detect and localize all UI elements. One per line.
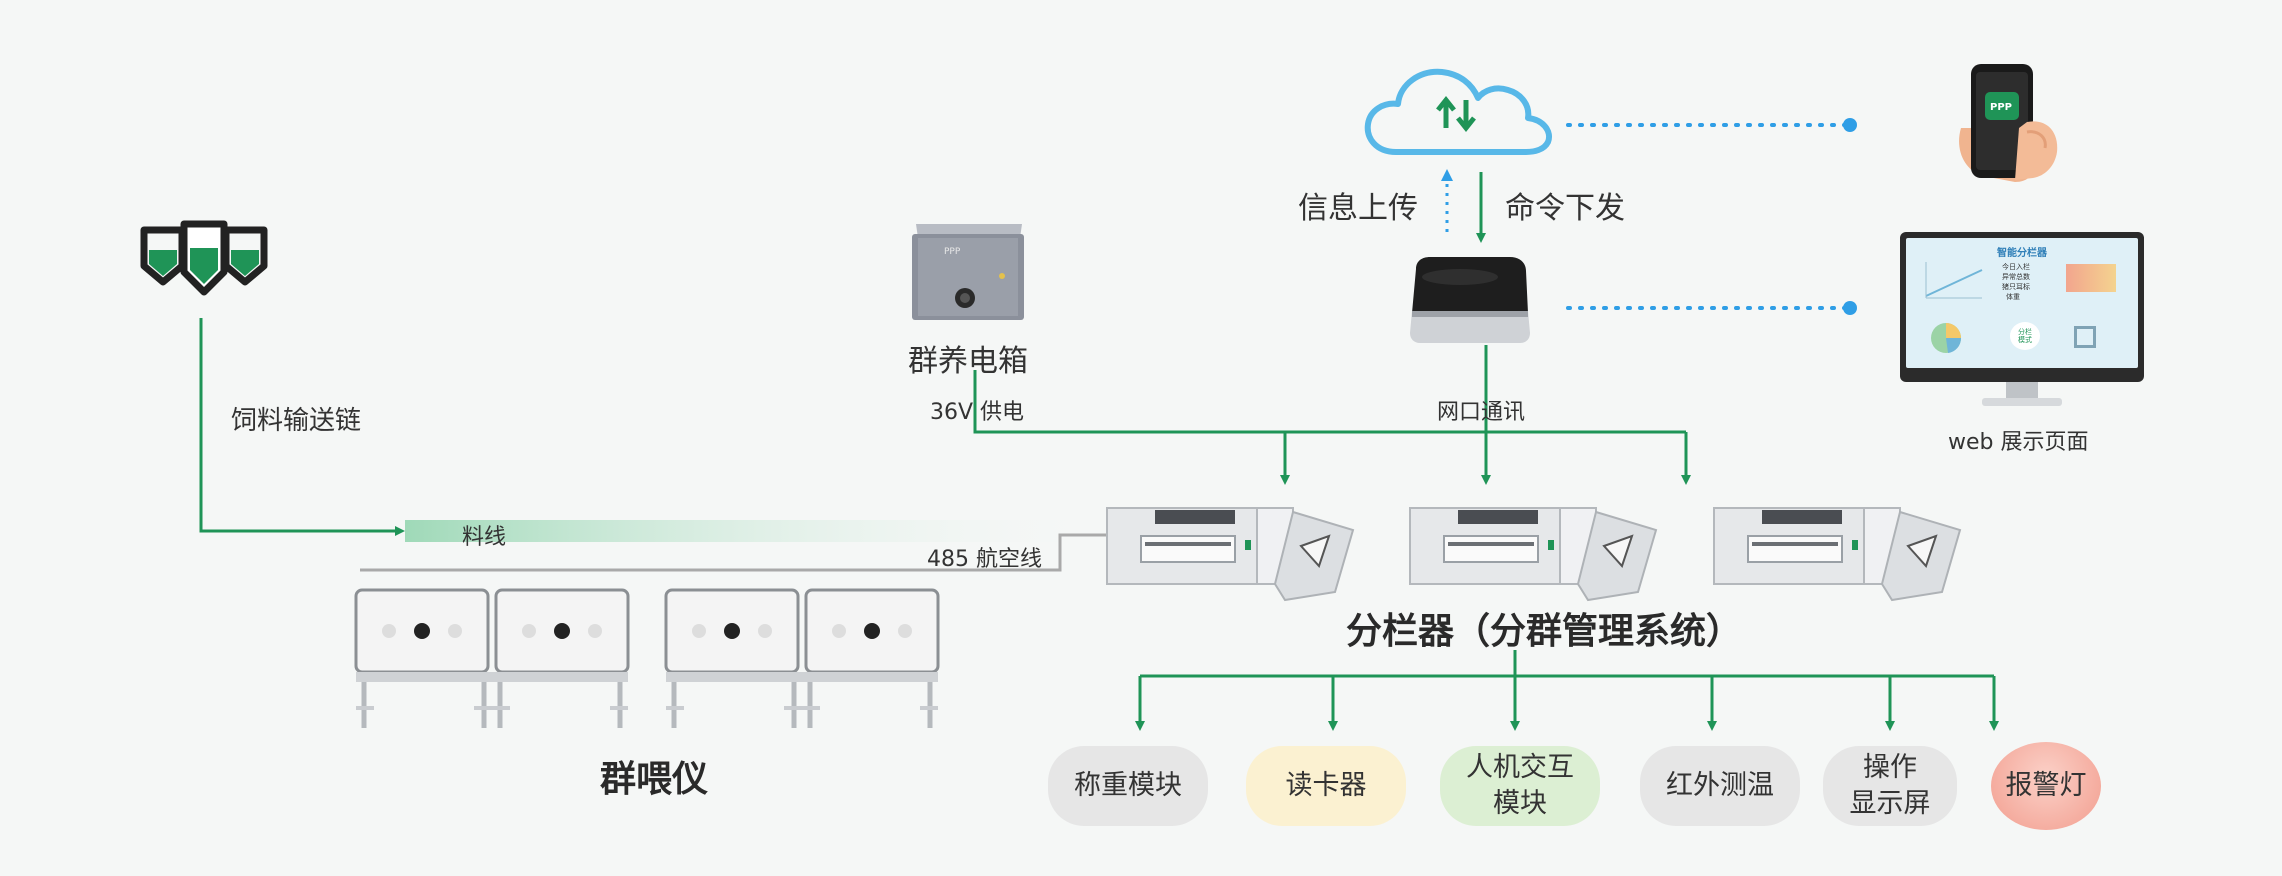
monitor-base <box>1982 398 2062 406</box>
screen-line-chart <box>1925 262 1983 299</box>
module-weighing: 称重模块 <box>1048 746 1208 826</box>
screen-stat-2: 异常总数 <box>2002 273 2030 281</box>
monitor-stand <box>2006 382 2038 400</box>
feeder-label: 群喂仪 <box>600 759 709 800</box>
power-box-label: 群养电箱 <box>908 344 1028 379</box>
network-comm-label: 网口通讯 <box>1437 400 1526 425</box>
feed-silo-icon <box>140 220 268 296</box>
feeder-unit-2 <box>664 588 940 728</box>
cloud-icon <box>1364 68 1552 155</box>
separator-device-3 <box>1713 507 1962 602</box>
screen-stat-1: 今日入栏 <box>2002 263 2030 271</box>
aviation-cable <box>360 533 1108 572</box>
aviation-line-label: 485 航空线 <box>927 547 1042 572</box>
module-hmi: 人机交互 模块 <box>1440 746 1600 826</box>
power-box-image: PPP <box>912 224 1024 320</box>
separator-device-2 <box>1409 507 1658 602</box>
module-card-reader: 读卡器 <box>1246 746 1406 826</box>
phone-in-hand-image: PPP <box>1959 64 2058 182</box>
screen-pie-chart <box>1931 323 1962 353</box>
power-box-brand: PPP <box>944 247 961 257</box>
download-label: 命令下发 <box>1505 191 1625 226</box>
screen-stat-3: 猪只耳标 <box>2002 283 2030 291</box>
module-infrared-temp: 红外测温 <box>1640 746 1800 826</box>
power-supply-label: 36V 供电 <box>930 400 1025 425</box>
upload-label: 信息上传 <box>1298 191 1418 226</box>
phone-app-name: PPP <box>1990 102 2012 113</box>
feeder-unit-1 <box>354 588 630 728</box>
screen-title: 智能分栏器 <box>1997 248 2047 259</box>
power-bus <box>973 370 1686 434</box>
screen-stat-4: 体重 <box>2006 293 2020 301</box>
screen-mode-button: 分栏 模式 <box>2010 322 2040 350</box>
feed-line-band <box>405 520 1105 542</box>
module-operation-display: 操作 显示屏 <box>1823 746 1957 826</box>
gateway-device-image <box>1410 257 1530 343</box>
feed-chain-line <box>199 318 405 536</box>
feed-chain-label: 饲料输送链 <box>231 406 362 436</box>
group-feeder <box>354 588 950 738</box>
feed-line-label: 料线 <box>462 525 507 550</box>
screen-qr-icon <box>2074 326 2096 348</box>
web-page-label: web 展示页面 <box>1948 430 2089 455</box>
separator-label: 分栏器（分群管理系统） <box>1346 611 1743 652</box>
monitor-screen: 智能分栏器 今日入栏 异常总数 猪只耳标 体重 分栏 模式 <box>1906 238 2138 368</box>
module-alarm-light: 报警灯 <box>1991 742 2101 830</box>
screen-heatmap <box>2066 264 2116 292</box>
web-monitor: 智能分栏器 今日入栏 异常总数 猪只耳标 体重 分栏 模式 <box>1900 232 2144 410</box>
separator-device-1 <box>1106 507 1355 602</box>
